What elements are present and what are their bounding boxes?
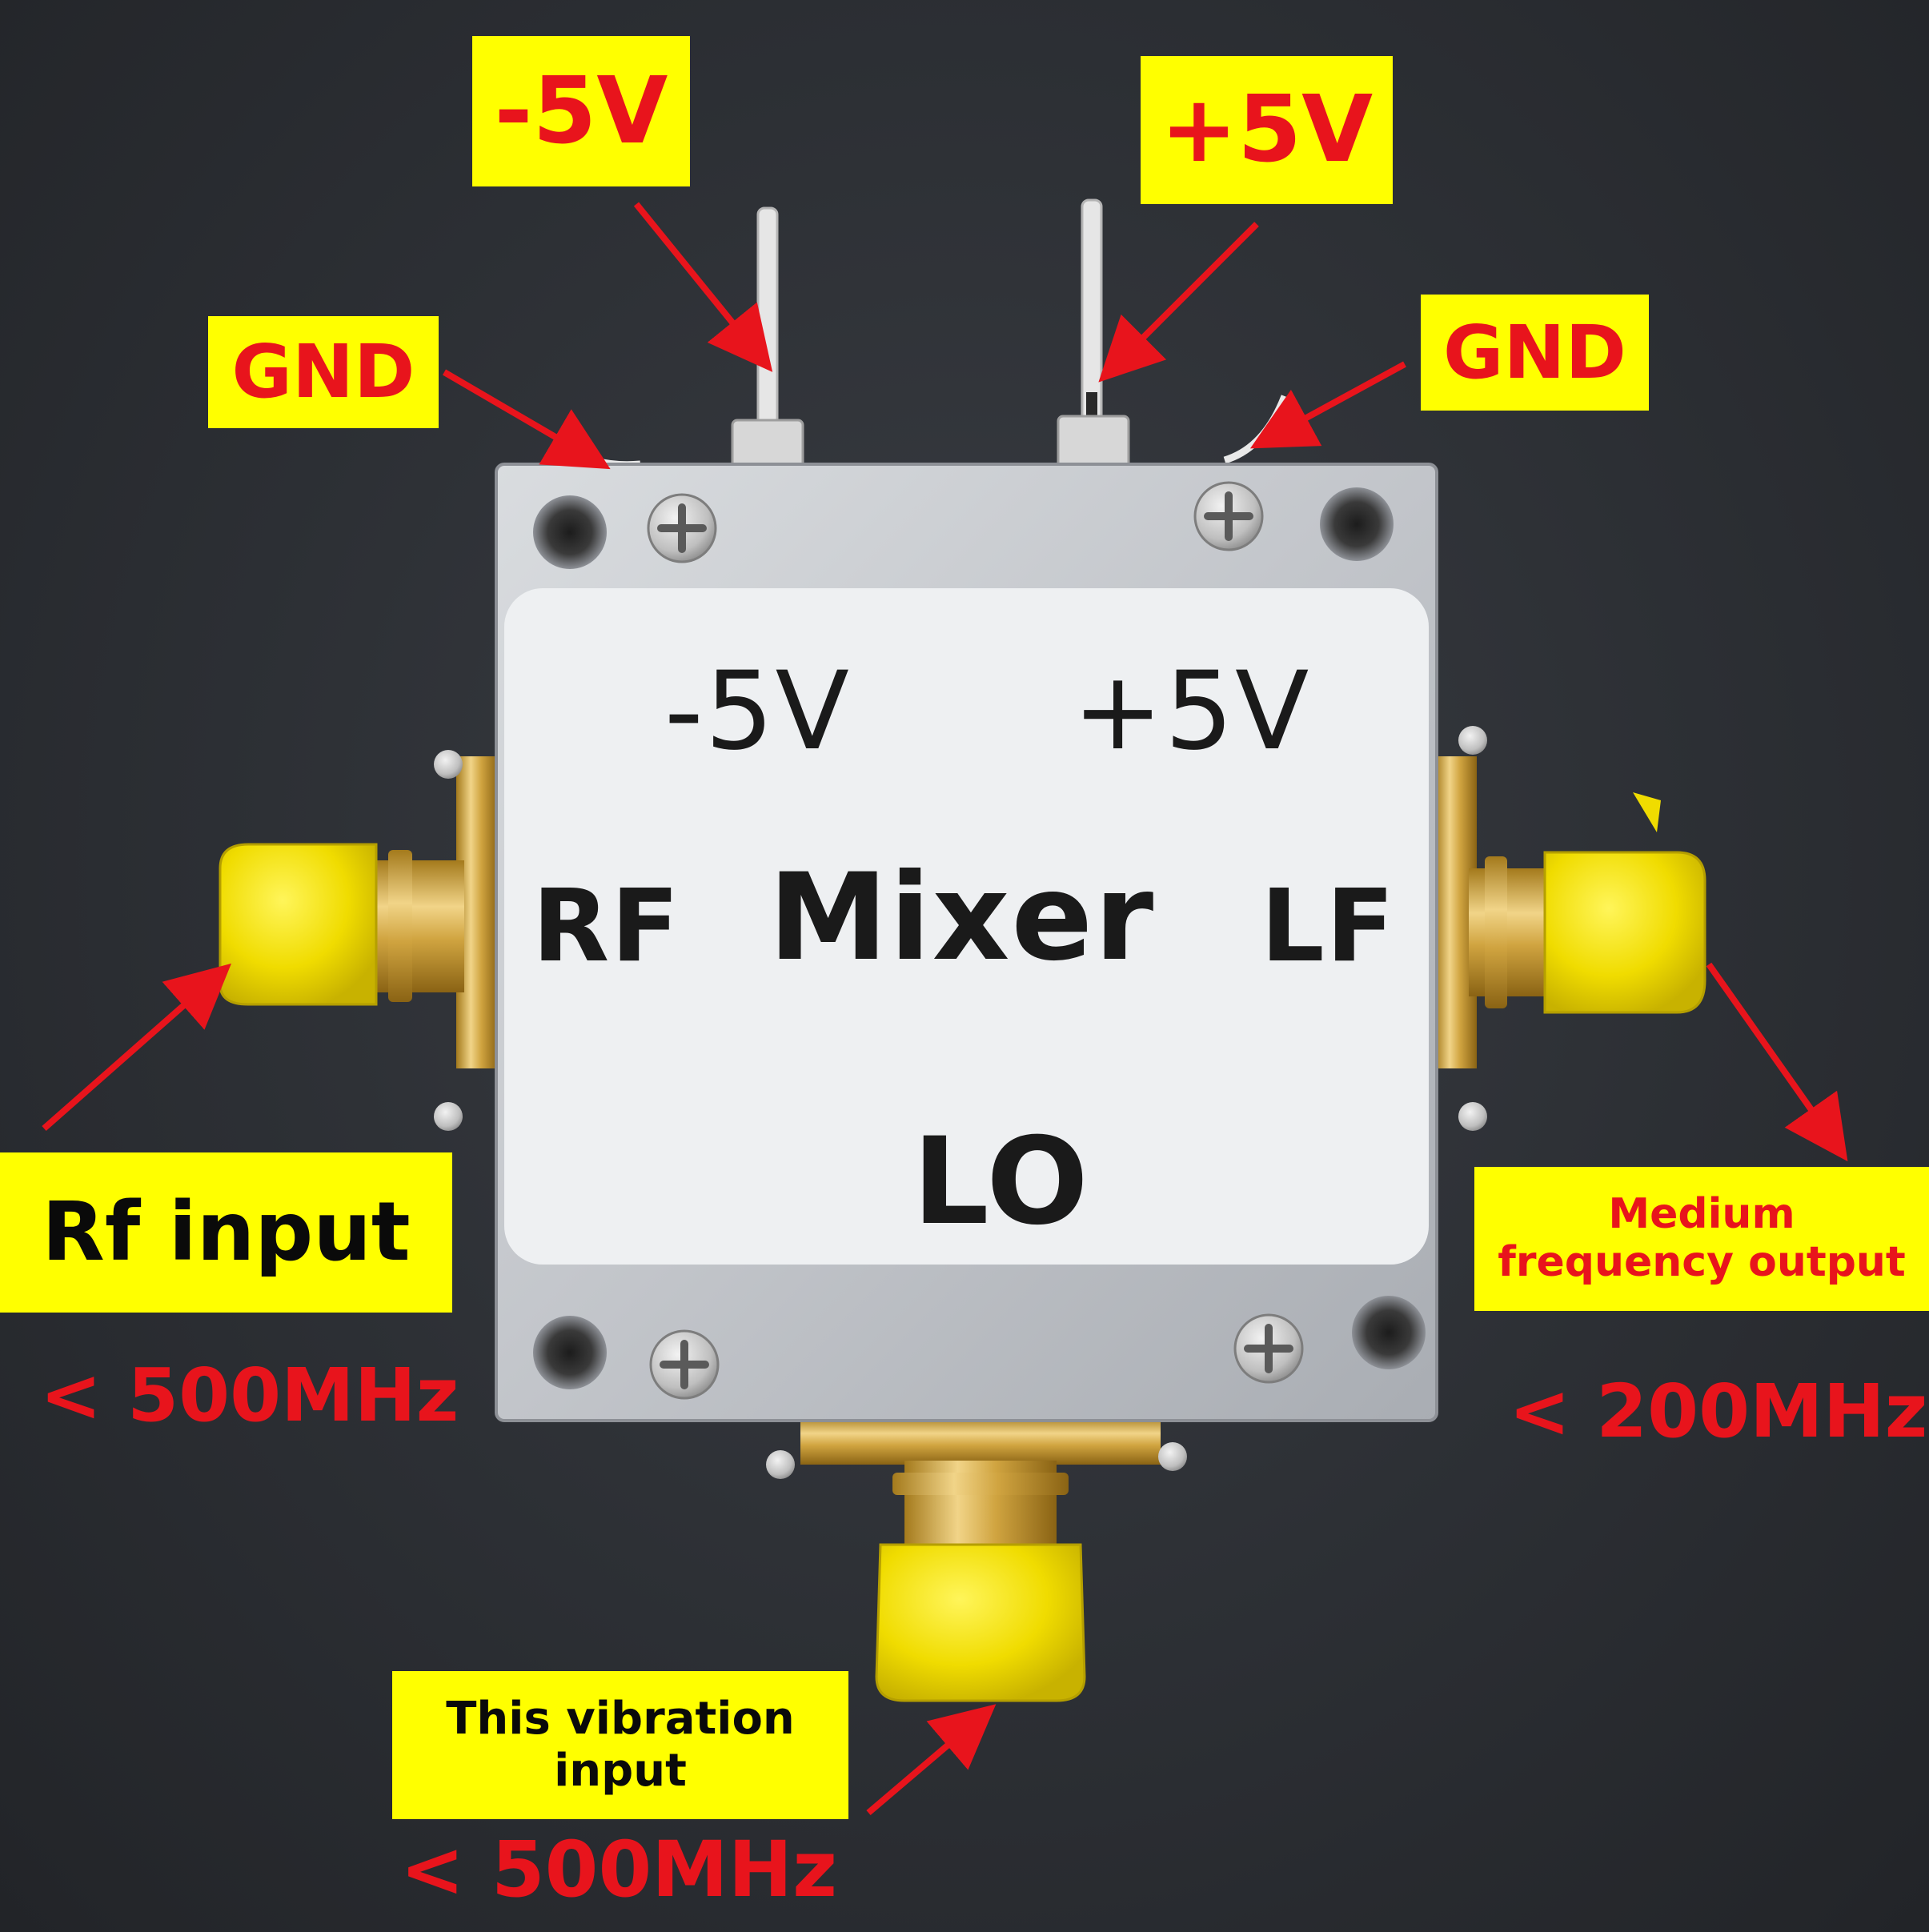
- arrow-neg5v: [633, 202, 773, 372]
- label-rf: RF: [532, 868, 681, 984]
- freq-lo: < 500MHz: [400, 1825, 837, 1914]
- mount-hole: [1320, 487, 1394, 561]
- label-lo: LO: [912, 1112, 1090, 1252]
- lf-yellow-cap: [1543, 851, 1706, 1014]
- lid-screw: [1193, 481, 1264, 551]
- label-sticker: [504, 588, 1429, 1265]
- lf-sma-connector: [1469, 792, 1706, 1014]
- arrow-lo-input: [866, 1704, 997, 1816]
- label-neg5v: -5V: [664, 648, 851, 774]
- mount-hole: [533, 495, 607, 569]
- arrow-gnd-left: [442, 369, 611, 470]
- callout-pos5v: +5V: [1141, 56, 1393, 204]
- lo-sma-connector: [875, 1461, 1086, 1702]
- rf-yellow-cap: [219, 843, 378, 1006]
- callout-if-output: Medium frequency output: [1474, 1167, 1929, 1311]
- label-pos5v: +5V: [1073, 648, 1311, 774]
- lid-screw: [649, 1329, 720, 1400]
- lid-screw: [1233, 1313, 1304, 1384]
- callout-gnd-right: GND: [1421, 295, 1649, 411]
- lid-screw: [647, 493, 717, 563]
- callout-rf-input: Rf input: [0, 1152, 452, 1313]
- label-mixer: Mixer: [768, 848, 1156, 988]
- rf-sma-connector: [219, 843, 464, 1006]
- lo-flange: [800, 1417, 1161, 1465]
- mount-hole: [533, 1316, 607, 1389]
- lo-yellow-cap: [875, 1543, 1086, 1702]
- gnd-wire-right: [1223, 395, 1289, 464]
- mount-hole: [1352, 1296, 1426, 1369]
- label-lf: LF: [1261, 868, 1397, 984]
- freq-if: < 200MHz: [1509, 1369, 1928, 1454]
- arrow-rf-input: [42, 963, 232, 1132]
- arrow-gnd-right: [1249, 361, 1406, 449]
- freq-rf: < 500MHz: [40, 1353, 459, 1438]
- callout-lo-input: This vibration input: [392, 1671, 848, 1819]
- callout-gnd-left: GND: [208, 316, 439, 428]
- annotation-arrows: [42, 202, 1848, 1816]
- arrow-pos5v: [1098, 222, 1259, 383]
- callout-neg5v: -5V: [472, 36, 690, 186]
- arrow-if-output: [1706, 962, 1848, 1162]
- neg5v-pin: [756, 206, 779, 450]
